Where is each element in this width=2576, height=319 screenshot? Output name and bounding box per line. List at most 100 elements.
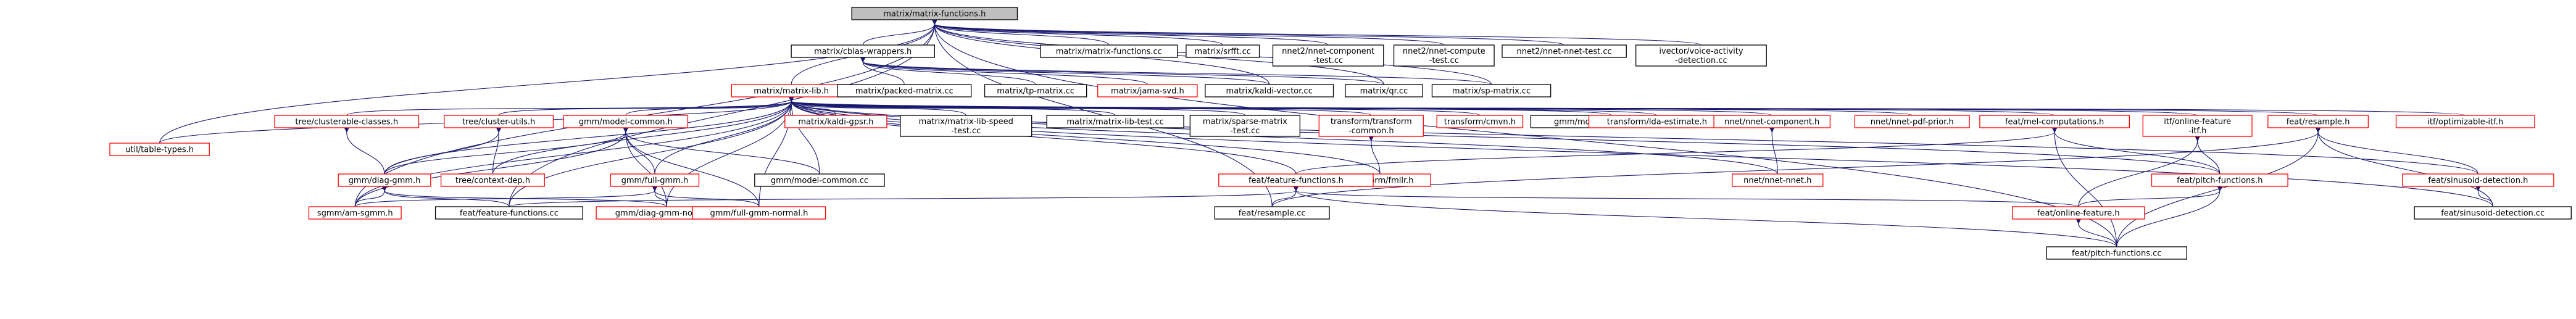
node-matrix-qr-cc[interactable]: matrix/qr.cc bbox=[1345, 84, 1423, 97]
node-itf-optimizable-itf-h[interactable]: itf/optimizable-itf.h bbox=[2395, 115, 2535, 128]
node-util-table-types-h[interactable]: util/table-types.h bbox=[109, 143, 210, 156]
edge-mfcc-to-root bbox=[934, 24, 1110, 46]
node-feat-resample-h[interactable]: feat/resample.h bbox=[2267, 115, 2369, 128]
edge-ivector-to-root bbox=[934, 24, 1701, 46]
edge-pitchh-to-melcomp bbox=[2055, 132, 2221, 175]
node-transform-transform-common-h[interactable]: transform/transform-common.h bbox=[1318, 115, 1424, 137]
node-feat-mel-computations-h[interactable]: feat/mel-computations.h bbox=[1979, 115, 2130, 128]
node-gmm-diag-gmm-h[interactable]: gmm/diag-gmm.h bbox=[338, 173, 431, 187]
node-label: feat/sinusoid-detection.cc bbox=[2441, 209, 2545, 218]
edge-featfunccc-to-diaggmm bbox=[384, 191, 510, 207]
nodes: matrix/matrix-functions.hmatrix/cblas-wr… bbox=[109, 7, 2572, 260]
edge-srfft-to-root bbox=[934, 24, 1223, 46]
node-transform-cmvn-h[interactable]: transform/cmvn.h bbox=[1436, 115, 1524, 128]
node-label: nnet/nnet-nnet.h bbox=[1743, 176, 1811, 186]
node-label: transform/cmvn.h bbox=[1444, 118, 1516, 127]
node-label: matrix/kaldi-vector.cc bbox=[1226, 87, 1313, 96]
node-box bbox=[900, 115, 1032, 137]
node-label: gmm/full-gmm-normal.h bbox=[710, 209, 808, 218]
node-matrix-matrix-lib-test-cc[interactable]: matrix/matrix-lib-test.cc bbox=[1046, 115, 1184, 128]
node-matrix-srfft-cc[interactable]: matrix/srfft.cc bbox=[1186, 44, 1260, 58]
node-matrix-packed-matrix-cc[interactable]: matrix/packed-matrix.cc bbox=[837, 84, 972, 97]
node-label: nnet2/nnet-compute bbox=[1403, 47, 1485, 56]
node-box bbox=[2267, 115, 2369, 128]
node-box bbox=[2012, 206, 2145, 220]
edge-fullnormal-to-fullgmm bbox=[655, 191, 760, 207]
node-box bbox=[2046, 246, 2187, 260]
node-ivector-voice-activity-detection-cc[interactable]: ivector/voice-activity-detection.cc bbox=[1635, 44, 1767, 67]
edge-kvec-to-blas bbox=[863, 62, 1270, 85]
node-nnet-nnet-component-h[interactable]: nnet/nnet-component.h bbox=[1713, 115, 1831, 128]
node-box bbox=[851, 7, 1018, 20]
node-box bbox=[1205, 84, 1334, 97]
node-nnet2-nnet-component-test-cc[interactable]: nnet2/nnet-component-test.cc bbox=[1272, 44, 1384, 67]
edge-ncompute-to-root bbox=[934, 24, 1445, 46]
node-matrix-sp-matrix-cc[interactable]: matrix/sp-matrix.cc bbox=[1431, 84, 1552, 97]
node-tree-cluster-utils-h[interactable]: tree/cluster-utils.h bbox=[444, 115, 554, 128]
node-gmm-full-gmm-normal-h[interactable]: gmm/full-gmm-normal.h bbox=[692, 206, 826, 220]
node-label: feat/resample.h bbox=[2287, 118, 2350, 127]
node-gmm-model-common-h[interactable]: gmm/model-common.h bbox=[563, 115, 689, 128]
node-matrix-jama-svd-h[interactable]: matrix/jama-svd.h bbox=[1097, 84, 1198, 97]
node-nnet2-nnet-nnet-test-cc[interactable]: nnet2/nnet-nnet-test.cc bbox=[1502, 44, 1627, 58]
node-label: transform/transform bbox=[1331, 117, 1412, 126]
node-box bbox=[984, 84, 1087, 97]
node-gmm-model-common-cc[interactable]: gmm/model-common.cc bbox=[754, 173, 885, 187]
node-nnet-nnet-nnet-h[interactable]: nnet/nnet-nnet.h bbox=[1732, 173, 1824, 187]
node-box bbox=[274, 115, 420, 128]
node-label: -test.cc bbox=[951, 126, 981, 136]
node-matrix-matrix-lib-h[interactable]: matrix/matrix-lib.h bbox=[731, 84, 852, 97]
edge-sinuscc-to-resampleh bbox=[2318, 132, 2493, 207]
node-tree-context-dep-h[interactable]: tree/context-dep.h bbox=[440, 173, 545, 187]
node-feat-online-feature-h[interactable]: feat/online-feature.h bbox=[2012, 206, 2145, 220]
edge-pitchcc-to-pitchh bbox=[2116, 191, 2220, 247]
node-box bbox=[434, 206, 583, 220]
node-box bbox=[791, 44, 935, 58]
node-matrix-kaldi-gpsr-h[interactable]: matrix/kaldi-gpsr.h bbox=[784, 115, 887, 128]
edge-modelcommon-to-mlib bbox=[625, 101, 791, 116]
node-box bbox=[1431, 84, 1552, 97]
node-box bbox=[1189, 115, 1300, 137]
edge-blas-to-root bbox=[862, 24, 934, 46]
node-nnet-nnet-pdf-prior-h[interactable]: nnet/nnet-pdf-prior.h bbox=[1854, 115, 1970, 128]
node-label: itf/optimizable-itf.h bbox=[2427, 118, 2503, 127]
node-matrix-sparse-matrix-test-cc[interactable]: matrix/sparse-matrix-test.cc bbox=[1189, 115, 1300, 137]
node-feat-sinusoid-detection-h[interactable]: feat/sinusoid-detection.h bbox=[2402, 173, 2554, 187]
edge-mlibspeed-to-mlib bbox=[791, 101, 966, 116]
node-matrix-kaldi-vector-cc[interactable]: matrix/kaldi-vector.cc bbox=[1205, 84, 1334, 97]
node-label: tree/clusterable-classes.h bbox=[295, 118, 398, 127]
node-label: gmm/model-common.h bbox=[579, 118, 673, 127]
node-feat-pitch-functions-h[interactable]: feat/pitch-functions.h bbox=[2151, 173, 2288, 187]
node-label: gmm/model-common.cc bbox=[771, 176, 868, 186]
node-feat-feature-functions-cc[interactable]: feat/feature-functions.cc bbox=[434, 206, 583, 220]
node-sgmm-am-sgmm-h[interactable]: sgmm/am-sgmm.h bbox=[308, 206, 402, 220]
edge-onlinefeat-to-pitchh bbox=[2078, 191, 2220, 207]
node-box bbox=[1040, 44, 1178, 58]
node-box bbox=[1345, 84, 1423, 97]
node-feat-resample-cc[interactable]: feat/resample.cc bbox=[1214, 206, 1330, 220]
node-label: nnet2/nnet-nnet-test.cc bbox=[1517, 48, 1612, 57]
node-feat-sinusoid-detection-cc[interactable]: feat/sinusoid-detection.cc bbox=[2414, 206, 2572, 220]
node-feat-pitch-functions-cc[interactable]: feat/pitch-functions.cc bbox=[2046, 246, 2187, 260]
node-matrix-matrix-lib-speed-test-cc[interactable]: matrix/matrix-lib-speed-test.cc bbox=[900, 115, 1032, 137]
edge-fmllr-to-tfcommon bbox=[1371, 141, 1381, 175]
edge-tp-to-blas bbox=[863, 62, 1036, 85]
node-box bbox=[754, 173, 885, 187]
node-matrix-cblas-wrappers-h[interactable]: matrix/cblas-wrappers.h bbox=[791, 44, 935, 58]
node-feat-feature-functions-h[interactable]: feat/feature-functions.h bbox=[1218, 173, 1374, 187]
node-itf-online-feature-itf-h[interactable]: itf/online-feature-itf.h bbox=[2142, 115, 2253, 137]
node-label: nnet2/nnet-component bbox=[1282, 47, 1374, 56]
edge-featfunccc-to-root bbox=[509, 24, 934, 207]
edge-fullnormal-to-modelcommon bbox=[626, 132, 760, 207]
node-box bbox=[1393, 44, 1495, 67]
node-gmm-full-gmm-h[interactable]: gmm/full-gmm.h bbox=[610, 173, 700, 187]
node-transform-lda-estimate-h[interactable]: transform/lda-estimate.h bbox=[1588, 115, 1726, 128]
node-matrix-matrix-functions-cc[interactable]: matrix/matrix-functions.cc bbox=[1040, 44, 1178, 58]
edge-ncomp-to-root bbox=[934, 24, 1329, 46]
node-label: ivector/voice-activity bbox=[1659, 47, 1743, 56]
node-matrix-tp-matrix-cc[interactable]: matrix/tp-matrix.cc bbox=[984, 84, 1087, 97]
node-nnet2-nnet-compute-test-cc[interactable]: nnet2/nnet-compute-test.cc bbox=[1393, 44, 1495, 67]
node-tree-clusterable-classes-h[interactable]: tree/clusterable-classes.h bbox=[274, 115, 420, 128]
node-label: feat/sinusoid-detection.h bbox=[2428, 176, 2528, 186]
node-box bbox=[2414, 206, 2572, 220]
